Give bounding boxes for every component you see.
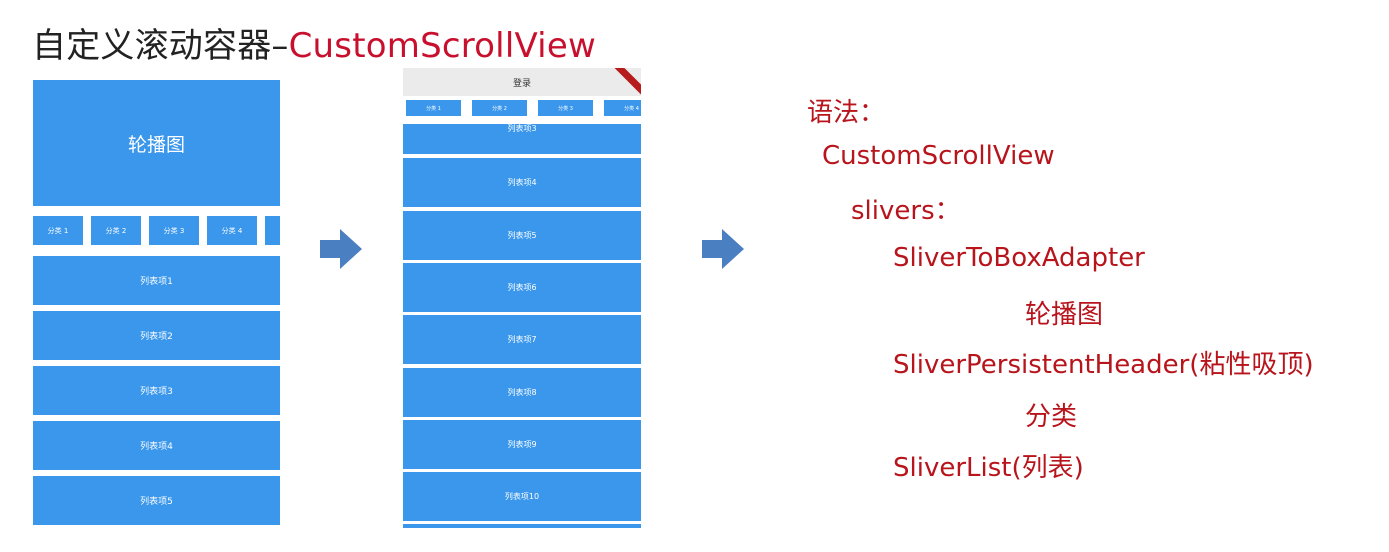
phone-initial-state: 轮播图 分类 1 分类 2 分类 3 分类 4 列表项1 列表项2 列表项3 列… [33,80,280,526]
app-bar: 登录 [403,68,641,96]
list-item-label: 列表项6 [507,283,537,292]
list-item-label: 列表项10 [504,492,540,501]
list-item[interactable]: 列表项9 [403,420,641,469]
category-chip[interactable]: 分类 1 [33,216,83,245]
list-item-label: 列表项1 [140,277,173,287]
category-chip-label: 分类 2 [105,226,127,235]
category-chip[interactable]: 分类 3 [538,100,593,116]
list-item-label: 列表项3 [140,387,173,397]
list-item[interactable]: 列表项5 [33,476,280,525]
syntax-box-adapter-child: 轮播图 [1025,300,1104,330]
syntax-persistent-header: SliverPersistentHeader(粘性吸顶) [893,350,1314,380]
list-item-label: 列表项4 [507,178,537,187]
list-item-label: 列表项8 [507,388,537,397]
list-item-label: 列表项4 [140,442,173,452]
slide-title-prefix: 自定义滚动容器– [32,26,289,66]
syntax-root: CustomScrollView [822,141,1055,171]
phone-scrolled-state: 登录 分类 1 分类 2 分类 3 分类 4 列表项3 列表项4 列表项5 列表… [403,68,641,530]
list-item[interactable]: 列表项2 [33,311,280,360]
list-item[interactable]: 列表项6 [403,263,641,312]
right-arrow-icon [702,229,744,269]
category-chip[interactable]: 分类 1 [406,100,461,116]
syntax-persistent-header-child: 分类 [1025,402,1078,432]
category-chip-label: 分类 1 [47,226,69,235]
syntax-box-adapter: SliverToBoxAdapter [893,243,1145,273]
syntax-list: SliverList(列表) [893,453,1084,483]
category-chip-label: 分类 2 [492,105,507,112]
list-item[interactable]: 列表项3 [33,366,280,415]
list-item-label: 列表项7 [507,335,537,344]
category-chip-label: 分类 1 [426,105,441,112]
list-item[interactable]: 列表项8 [403,368,641,417]
list-item[interactable]: 列表项1 [33,256,280,305]
banner-carousel[interactable]: 轮播图 [33,80,280,206]
category-chip-partial[interactable] [265,216,280,245]
list-item-label: 列表项9 [507,440,537,449]
banner-label: 轮播图 [127,133,185,156]
category-chip[interactable]: 分类 2 [91,216,141,245]
list-item[interactable]: 列表项7 [403,315,641,364]
list-item[interactable]: 列表项5 [403,211,641,260]
syntax-slivers: slivers： [851,196,961,226]
app-bar-title: 登录 [512,78,531,89]
category-row: 分类 1 分类 2 分类 3 分类 4 [33,216,280,245]
list-item-label: 列表项5 [140,497,173,507]
category-chip-label: 分类 4 [624,105,639,112]
right-arrow-icon [320,229,362,269]
category-chip[interactable]: 分类 4 [207,216,257,245]
category-chip[interactable]: 分类 3 [149,216,199,245]
pinned-category-row: 分类 1 分类 2 分类 3 分类 4 [406,100,641,116]
slide-title: 自定义滚动容器–CustomScrollView [32,18,596,67]
list-item-label: 列表项5 [507,231,537,240]
list-item[interactable]: 列表项4 [403,158,641,207]
slide-title-highlight: CustomScrollView [288,26,596,66]
list-item[interactable]: 列表项10 [403,472,641,521]
list-item-label: 列表项2 [140,332,173,342]
list-item-label: 列表项3 [507,124,537,133]
list-item[interactable]: 列表项3 [403,124,641,154]
list-item-partial[interactable] [403,524,641,528]
category-chip-label: 分类 3 [163,226,185,235]
category-chip-label: 分类 3 [558,105,573,112]
syntax-label: 语法： [807,98,886,128]
category-chip[interactable]: 分类 2 [472,100,527,116]
category-chip[interactable]: 分类 4 [604,100,641,116]
list-item[interactable]: 列表项4 [33,421,280,470]
category-chip-label: 分类 4 [221,226,243,235]
